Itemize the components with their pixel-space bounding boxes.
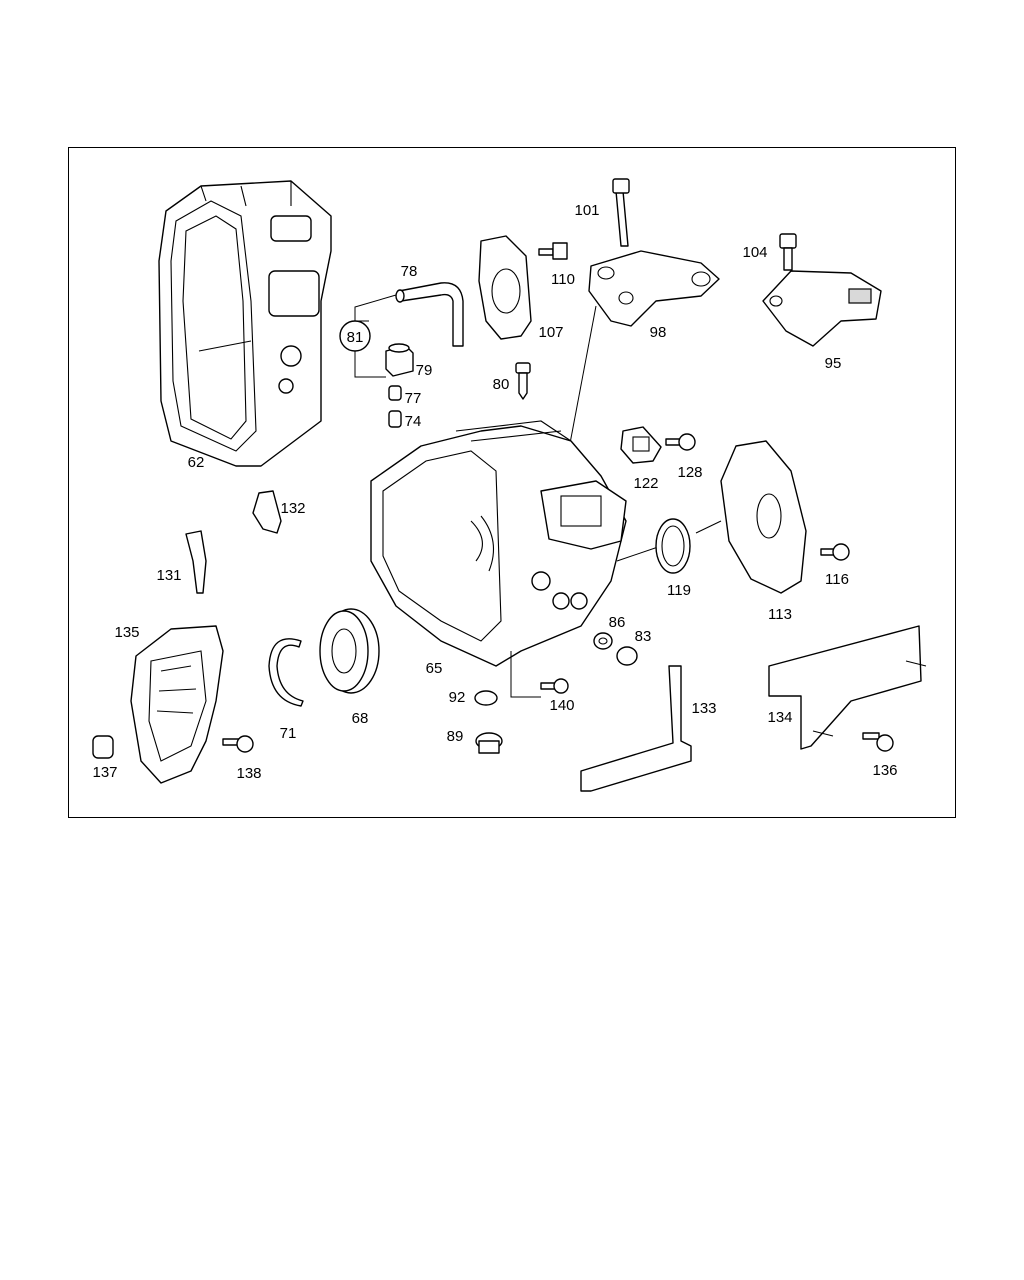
part-label-104: 104 — [742, 244, 767, 261]
part-label-79: 79 — [416, 362, 433, 379]
part-label-137: 137 — [92, 764, 117, 781]
part-86-washer — [593, 632, 613, 650]
parts-diagram-frame: 62 78 81 79 77 74 107 80 110 101 98 104 95 132 131 122 1… — [68, 147, 956, 818]
part-119-seal — [655, 518, 691, 574]
part-label-138: 138 — [236, 765, 261, 782]
part-62-housing — [158, 180, 332, 467]
part-label-74: 74 — [405, 413, 422, 430]
part-68-bearing — [319, 608, 380, 694]
part-label-98: 98 — [650, 324, 667, 341]
part-136-bolt — [862, 732, 894, 752]
part-138-bolt — [222, 735, 254, 753]
part-135-bracket — [130, 625, 224, 784]
part-label-83: 83 — [635, 628, 652, 645]
part-81-group — [339, 294, 397, 378]
part-83-plug — [616, 646, 638, 666]
part-label-92: 92 — [449, 689, 466, 706]
part-132-bracket — [252, 490, 282, 534]
part-label-80: 80 — [493, 376, 510, 393]
part-label-86: 86 — [609, 614, 626, 631]
part-label-128: 128 — [677, 464, 702, 481]
part-104-bolt — [779, 233, 797, 271]
part-113-cover — [720, 440, 807, 594]
part-92-washer — [474, 690, 498, 706]
part-label-119: 119 — [667, 582, 691, 599]
part-101-bolt — [612, 178, 630, 247]
part-79-fitting — [385, 343, 414, 377]
part-label-68: 68 — [352, 710, 369, 727]
part-label-layer: 62 78 81 79 77 74 107 80 110 101 98 104 95 132 131 122 1… — [92, 202, 897, 782]
part-116-bolt — [820, 543, 850, 561]
part-label-107: 107 — [538, 324, 563, 341]
part-133-strap — [580, 665, 692, 792]
part-134-shield — [768, 625, 927, 750]
part-98-bracket — [588, 250, 720, 327]
part-label-116: 116 — [825, 571, 849, 588]
part-label-136: 136 — [872, 762, 897, 779]
part-label-62: 62 — [188, 454, 205, 471]
part-77-bushing — [388, 385, 402, 401]
part-65-housing — [370, 420, 627, 667]
part-label-78: 78 — [401, 263, 418, 280]
part-89-plug — [475, 732, 503, 754]
part-128-bolt — [665, 433, 696, 451]
part-71-snapring — [268, 638, 304, 707]
part-label-77: 77 — [405, 390, 422, 407]
part-label-133: 133 — [691, 700, 716, 717]
part-80-plug — [515, 362, 531, 400]
part-label-113: 113 — [768, 606, 792, 623]
part-label-122: 122 — [633, 475, 658, 492]
part-label-71: 71 — [280, 725, 297, 742]
exploded-parts-diagram: 62 78 81 79 77 74 107 80 110 101 98 104 95 132 131 122 1… — [92, 178, 927, 792]
part-label-65: 65 — [426, 660, 443, 677]
part-140-bolt — [540, 678, 569, 694]
part-label-134: 134 — [767, 709, 792, 726]
part-122-cover — [620, 426, 662, 464]
part-label-135: 135 — [114, 624, 139, 641]
part-137-sleeve — [92, 735, 114, 759]
part-label-131: 131 — [156, 567, 181, 584]
part-110-bolt — [538, 242, 568, 260]
part-131-bracket — [185, 530, 207, 594]
part-label-89: 89 — [447, 728, 464, 745]
part-label-81: 81 — [347, 329, 364, 346]
part-label-95: 95 — [825, 355, 842, 372]
part-107-gasket — [478, 235, 532, 340]
part-label-101: 101 — [574, 202, 599, 219]
part-label-110: 110 — [551, 271, 575, 288]
part-label-132: 132 — [280, 500, 305, 517]
part-78-hose — [395, 282, 464, 347]
part-95-mount — [762, 270, 882, 347]
part-74-bushing — [388, 410, 402, 428]
part-label-140: 140 — [549, 697, 574, 714]
